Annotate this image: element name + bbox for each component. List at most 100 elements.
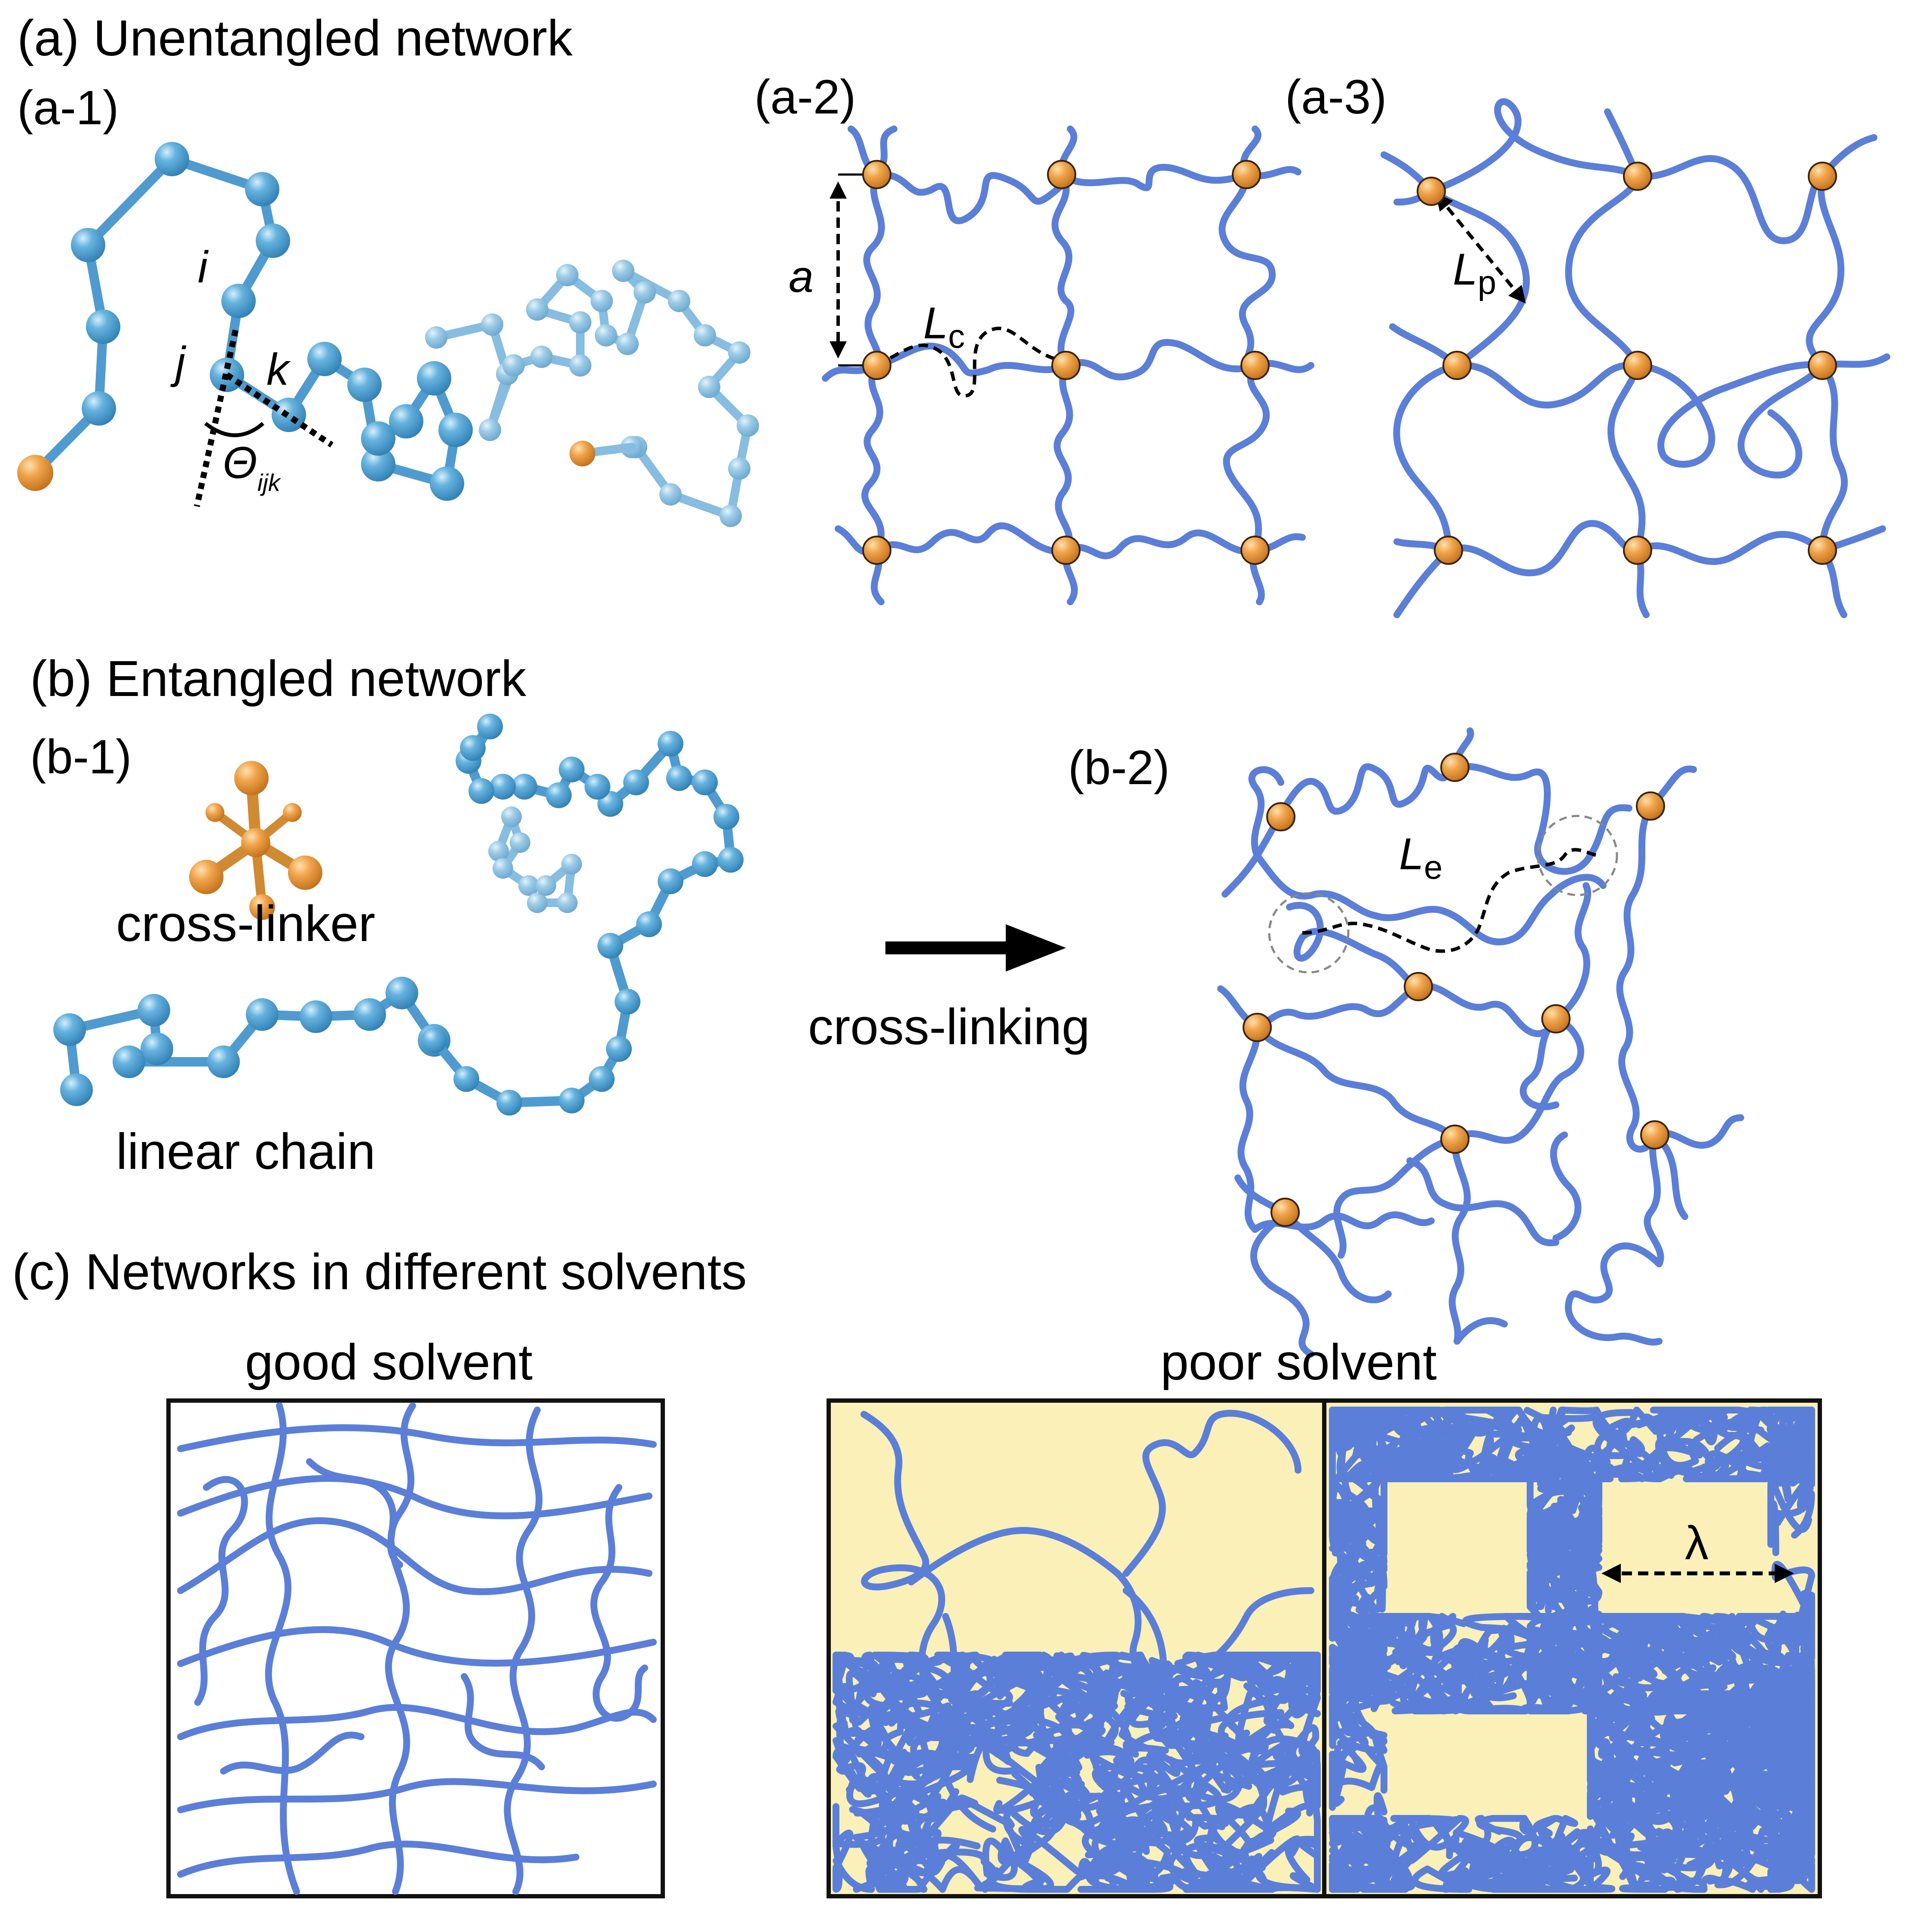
bead xyxy=(597,933,623,959)
bead xyxy=(666,765,692,791)
bead xyxy=(536,875,556,896)
crosslink-node xyxy=(862,536,891,565)
bead xyxy=(718,847,744,873)
bead xyxy=(307,342,342,376)
bead xyxy=(221,284,256,318)
bead xyxy=(636,911,662,937)
bead xyxy=(479,419,501,441)
collapsed-chain xyxy=(1164,1805,1254,1859)
collapsed-chain xyxy=(1035,1721,1118,1820)
collapsed-chain xyxy=(1470,1624,1518,1698)
crosslink-node xyxy=(1541,1004,1571,1033)
bead xyxy=(557,892,578,913)
collapsed-chain xyxy=(1448,1433,1501,1483)
bead xyxy=(728,341,750,364)
a1-chain-main xyxy=(17,142,473,501)
bead xyxy=(272,398,306,432)
collapsed-chain xyxy=(1341,1815,1453,1893)
collapsed-chain xyxy=(876,1734,996,1833)
collapsed-chain xyxy=(1527,1502,1590,1602)
bead xyxy=(460,735,486,761)
collapsed-chain xyxy=(1776,1411,1815,1488)
a2-Lc-dashed xyxy=(876,326,1066,398)
bead xyxy=(526,298,548,321)
collapsed-chain xyxy=(1457,1638,1546,1715)
bead xyxy=(634,281,656,303)
collapsed-chain xyxy=(1114,1830,1234,1893)
crosslink-node xyxy=(1047,160,1076,189)
crosslinker-bead xyxy=(17,455,53,491)
crosslink-node xyxy=(1808,162,1837,191)
bead xyxy=(502,354,525,377)
bead xyxy=(71,228,105,262)
bead xyxy=(468,778,494,804)
good-solvent-panel xyxy=(166,1398,665,1898)
b2-crosslink-nodes xyxy=(1243,753,1669,1227)
crosslink-node xyxy=(1240,536,1270,565)
collapsed-chain xyxy=(1800,1632,1816,1729)
a3-crosslink-nodes xyxy=(1417,162,1837,565)
collapsed-chain xyxy=(1527,1458,1602,1489)
crosslink-node xyxy=(1243,1013,1272,1042)
collapsed-chain xyxy=(1587,1798,1721,1879)
collapsed-chain xyxy=(1336,1613,1443,1665)
crosslink-node xyxy=(1636,791,1665,821)
bead xyxy=(421,1027,447,1053)
bead xyxy=(256,224,290,258)
bead xyxy=(86,310,120,344)
collapsed-chain xyxy=(890,1738,1062,1818)
bead xyxy=(361,421,395,456)
collapsed-chain xyxy=(1546,1458,1603,1521)
crosslink-node xyxy=(1240,351,1270,380)
bead xyxy=(658,868,683,894)
collapsed-chain xyxy=(1767,1407,1816,1480)
bead xyxy=(430,466,464,501)
bead xyxy=(713,804,739,830)
a1-chain-faint xyxy=(425,260,759,527)
bead xyxy=(300,1000,332,1033)
collapsed-chain xyxy=(1527,1475,1602,1566)
bead xyxy=(425,326,447,349)
bond-angle-annotation xyxy=(194,329,334,507)
crosslink-node xyxy=(1442,351,1472,380)
bead xyxy=(612,260,634,282)
bead xyxy=(530,346,553,368)
collapsed-chain xyxy=(1329,1407,1379,1445)
b1-linear-chain-faint xyxy=(488,806,582,913)
collapsed-chain xyxy=(1610,1804,1718,1859)
poor-right-dense-layer xyxy=(1329,1406,1816,1893)
b2-Le-dashed xyxy=(1302,848,1599,953)
crosslink-node xyxy=(1404,972,1433,1001)
poor-solvent-panel-left xyxy=(827,1398,1326,1898)
bead xyxy=(527,892,548,913)
bead xyxy=(595,324,617,346)
bead xyxy=(606,1036,632,1062)
bead xyxy=(481,313,503,336)
bead xyxy=(658,731,683,757)
bead xyxy=(559,757,585,782)
bead xyxy=(386,977,418,1009)
bead xyxy=(60,1073,93,1106)
collapsed-chain xyxy=(1358,1416,1446,1483)
bead xyxy=(453,1066,479,1092)
bead xyxy=(53,1013,86,1046)
bead xyxy=(113,1045,145,1078)
bead xyxy=(138,994,170,1027)
crosslink-node xyxy=(862,351,891,380)
collapsed-chain xyxy=(1767,1480,1809,1556)
bead xyxy=(589,1066,615,1092)
collapsed-chain xyxy=(1007,1830,1171,1893)
collapsed-chain xyxy=(1767,1448,1813,1533)
bead xyxy=(559,1088,585,1113)
bead xyxy=(438,413,473,447)
crosslink-node xyxy=(1808,536,1837,565)
bead xyxy=(488,841,509,861)
bead xyxy=(141,1033,173,1065)
crosslink-node xyxy=(862,160,891,189)
bead xyxy=(493,858,513,879)
collapsed-chain xyxy=(1215,1749,1321,1843)
entanglement-circles xyxy=(1268,815,1618,974)
bead xyxy=(698,376,720,398)
cross-linking-arrow xyxy=(885,924,1066,972)
collapsed-chain xyxy=(1223,1652,1321,1717)
